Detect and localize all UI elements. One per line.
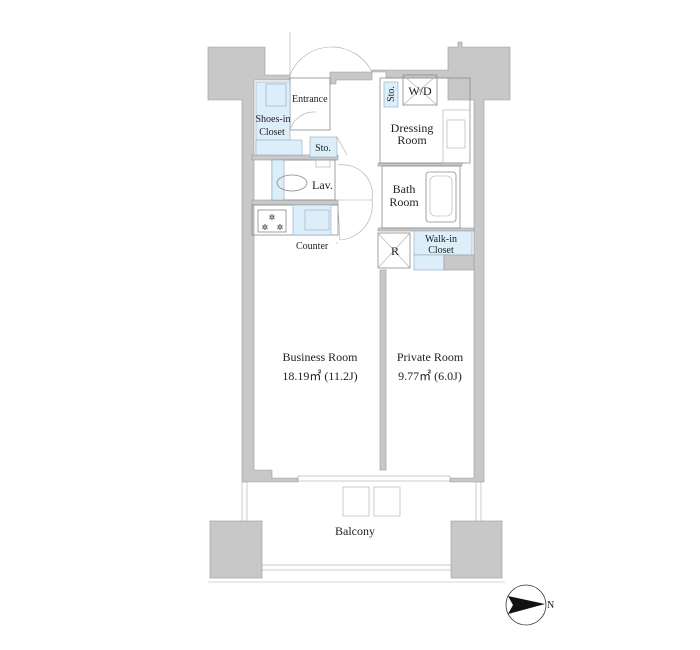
- toilet-icon: [276, 174, 308, 192]
- label-storage-2: Sto.: [386, 86, 397, 102]
- washer-cross-line: [402, 74, 438, 106]
- label-lavatory: Lav.: [312, 178, 333, 192]
- burner-icon: ✲: [269, 213, 276, 222]
- label-counter: Counter: [296, 241, 329, 252]
- label-business-room: Business Room: [282, 350, 358, 364]
- shoes-closet-base: [255, 139, 303, 156]
- label-storage: Sto.: [315, 143, 331, 154]
- refrigerator: [377, 232, 411, 269]
- wall-column: [443, 254, 475, 271]
- bathtub-icon: [425, 171, 457, 223]
- sink-icon: [304, 209, 330, 231]
- bath-room: [381, 165, 461, 229]
- window: [297, 475, 451, 482]
- balcony-side-rail: [475, 481, 482, 523]
- label-washer-dryer: W/D: [408, 84, 432, 98]
- label-shoes-closet: Shoes-in: [256, 114, 291, 125]
- balcony-side-rail: [241, 481, 248, 523]
- balcony-pillar-right: [450, 520, 503, 579]
- walk-in-closet-lower: [413, 254, 445, 271]
- hall-door[interactable]: [337, 199, 373, 241]
- closet-door[interactable]: [289, 111, 317, 131]
- entrance-door[interactable]: [289, 46, 373, 76]
- vanity-basin-icon: [446, 119, 466, 149]
- washer-dryer: [402, 74, 438, 106]
- hand-basin-icon: [315, 159, 331, 168]
- sink-area: [292, 204, 332, 236]
- vanity-counter: [442, 109, 471, 164]
- shoes-closet-shelf: [265, 83, 287, 107]
- fridge-cross-line: [377, 232, 411, 269]
- balcony-railing: [261, 564, 452, 571]
- label-bath-room-2: Room: [389, 195, 419, 209]
- stove-icon: [257, 209, 287, 233]
- label-refrigerator: R: [391, 244, 399, 258]
- label-private-area: 9.77㎡ (6.0J): [398, 369, 462, 383]
- storage-door[interactable]: [336, 136, 348, 156]
- label-balcony: Balcony: [335, 524, 375, 538]
- north-arrow-icon: [505, 584, 547, 626]
- burner-icon: ✲: [277, 223, 284, 232]
- label-walk-in-closet-2: Closet: [428, 245, 454, 256]
- label-bath-room: Bath: [393, 182, 416, 196]
- lavatory-door[interactable]: [337, 164, 373, 201]
- balcony-pillar-left: [209, 520, 263, 579]
- label-dressing-room: Dressing: [391, 121, 434, 135]
- label-private-room: Private Room: [397, 350, 464, 364]
- burner-icon: ✲: [262, 223, 269, 232]
- storage-closet-2: [383, 81, 399, 108]
- label-shoes-closet-2: Closet: [259, 127, 285, 138]
- ac-unit: [342, 486, 370, 517]
- ac-unit: [373, 486, 401, 517]
- label-business-area: 18.19㎡ (11.2J): [282, 369, 357, 383]
- label-walk-in-closet: Walk-in: [425, 234, 457, 245]
- walk-in-closet: [413, 230, 473, 256]
- bathtub-inner: [429, 175, 453, 217]
- storage-closet: [309, 136, 338, 158]
- label-dressing-room-2: Room: [397, 133, 427, 147]
- compass-label: N: [547, 600, 554, 611]
- label-entrance: Entrance: [292, 94, 328, 105]
